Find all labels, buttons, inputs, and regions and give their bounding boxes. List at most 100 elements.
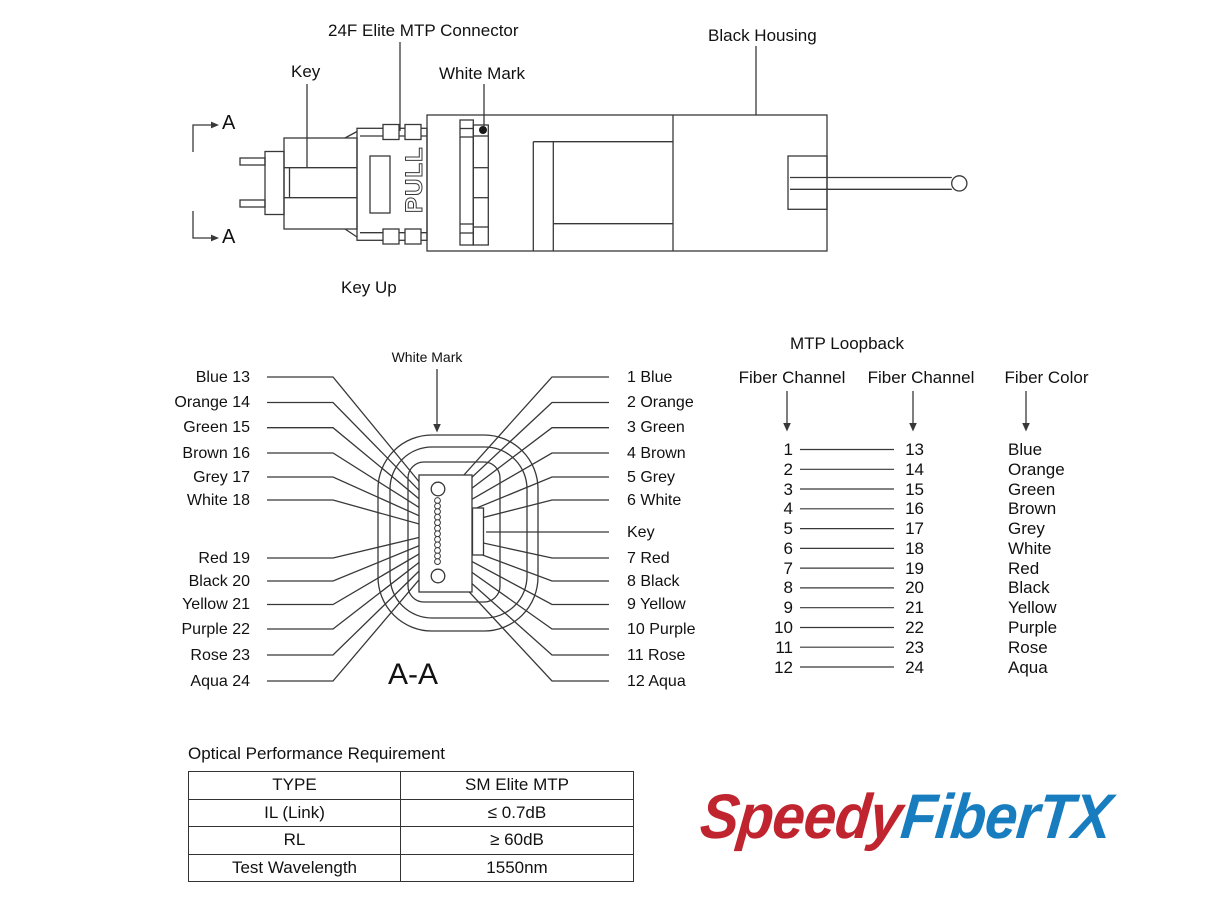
cross-section-face <box>377 434 539 632</box>
fiber-label-left: Rose 23 <box>190 646 250 664</box>
fiber-label-right: 3 Green <box>627 419 685 436</box>
white-mark-label: White Mark <box>439 64 525 83</box>
loopback-channel-a: 8 <box>783 578 793 598</box>
loopback-channel-b: 18 <box>905 538 924 558</box>
loopback-channel-a: 9 <box>783 598 793 618</box>
fiber-label-left: Aqua 24 <box>190 672 250 690</box>
fiber-label-left: Grey 17 <box>193 468 250 486</box>
performance-title: Optical Performance Requirement <box>188 744 446 763</box>
loopback-channel-a: 7 <box>783 558 793 578</box>
cross-key-label: Key <box>627 523 655 541</box>
key-up-label: Key Up <box>341 278 397 297</box>
loopback-link-lines <box>800 448 894 668</box>
loopback-channel-b: 17 <box>905 519 924 539</box>
fiber-label-left: Blue 13 <box>195 368 250 386</box>
connector-label: 24F Elite MTP Connector <box>328 21 519 40</box>
loopback-col2-header: Fiber Channel <box>867 368 975 387</box>
loopback-channel-b: 23 <box>905 637 924 657</box>
loopback-channel-b: 21 <box>905 598 924 618</box>
cross-section-leaders-left <box>267 376 436 682</box>
fiber-label-right: 7 Red <box>627 549 670 567</box>
loopback-color: Orange <box>1008 459 1065 479</box>
loopback-channel-b: 16 <box>905 499 924 519</box>
loopback-color: Green <box>1008 479 1056 499</box>
loopback-channel-b: 19 <box>905 558 924 578</box>
fiber-label-right: 8 Black <box>627 572 680 590</box>
fiber-label-left: Brown 16 <box>182 444 250 462</box>
fiber-label-left: Purple 22 <box>181 620 251 638</box>
section-a-letter-top: A <box>222 112 236 134</box>
mtp-connector-side-view <box>239 114 968 252</box>
cross-section-leaders-right <box>440 376 609 682</box>
fiber-label-left: Yellow 21 <box>182 596 250 613</box>
perf-value: ≤ 0.7dB <box>400 798 634 827</box>
perf-value: SM Elite MTP <box>400 771 634 800</box>
loopback-channel-a: 2 <box>783 459 793 479</box>
table-row: IL (Link) ≤ 0.7dB <box>188 798 634 827</box>
key-label: Key <box>291 62 321 81</box>
section-a-letter-bottom: A <box>222 226 236 248</box>
fiber-label-left: Black 20 <box>188 572 250 590</box>
fiber-label-right: 10 Purple <box>627 620 696 638</box>
performance-table: TYPE SM Elite MTP IL (Link) ≤ 0.7dB RL ≥… <box>188 771 634 882</box>
top-view-leader-lines <box>306 42 757 168</box>
black-housing-label: Black Housing <box>708 26 817 45</box>
loopback-color: Aqua <box>1008 657 1048 677</box>
perf-param: RL <box>188 826 401 855</box>
fiber-label-right: 1 Blue <box>627 368 673 386</box>
table-row: Test Wavelength 1550nm <box>188 853 634 882</box>
loopback-channel-b: 24 <box>905 657 924 677</box>
perf-param: Test Wavelength <box>188 853 401 882</box>
loopback-color: Grey <box>1008 519 1045 539</box>
loopback-channel-b: 15 <box>905 479 924 499</box>
fiber-label-right: 6 White <box>627 491 682 509</box>
loopback-color: Purple <box>1008 618 1058 637</box>
fiber-label-right: 9 Yellow <box>627 596 686 613</box>
loopback-color: White <box>1008 538 1052 558</box>
loopback-channel-a: 3 <box>783 479 793 499</box>
loopback-color: Yellow <box>1008 598 1057 618</box>
loopback-color: Rose <box>1008 637 1048 657</box>
fiber-label-right: 5 Grey <box>627 468 676 486</box>
white-mark-arrow <box>433 369 441 433</box>
fiber-label-left: Green 15 <box>183 419 250 436</box>
fiber-holes <box>434 497 441 565</box>
fiber-label-left: White 18 <box>186 491 250 509</box>
guide-pin-hole-bottom <box>430 568 446 584</box>
pull-tab-text: PULL <box>401 146 428 213</box>
loopback-column-arrows <box>783 391 1030 432</box>
loopback-channel-b: 20 <box>905 578 924 598</box>
section-title: A-A <box>387 658 438 691</box>
table-row: RL ≥ 60dB <box>188 826 634 855</box>
perf-value: 1550nm <box>400 853 634 882</box>
logo-part-speedy: Speedy <box>697 782 906 852</box>
perf-param: TYPE <box>188 771 401 800</box>
loopback-channel-a: 5 <box>783 519 793 539</box>
logo-part-fibertx: FiberTX <box>897 782 1115 852</box>
white-mark-dot <box>479 126 487 134</box>
section-a-marker-top <box>192 121 219 152</box>
fiber-label-right: 11 Rose <box>627 646 686 664</box>
loopback-color: Brown <box>1008 499 1057 519</box>
loopback-channel-a: 4 <box>783 499 793 519</box>
key-notch <box>471 507 485 556</box>
loopback-col1-header: Fiber Channel <box>738 368 846 387</box>
fiber-label-right: 4 Brown <box>627 444 686 462</box>
loopback-channel-a: 1 <box>783 440 793 459</box>
fiber-label-right: 2 Orange <box>627 394 694 411</box>
perf-value: ≥ 60dB <box>400 826 634 855</box>
table-row: TYPE SM Elite MTP <box>188 771 634 800</box>
perf-param: IL (Link) <box>188 798 401 827</box>
guide-pin-hole-top <box>430 481 446 497</box>
fiber-label-right: 12 Aqua <box>627 672 686 690</box>
section-a-marker-bottom <box>192 211 219 242</box>
loopback-channel-a: 10 <box>774 618 793 637</box>
loopback-channel-a: 11 <box>775 637 793 657</box>
loopback-title: MTP Loopback <box>789 334 905 353</box>
loopback-channel-b: 14 <box>905 459 924 479</box>
fiber-label-left: Red 19 <box>198 549 250 567</box>
loopback-channel-a: 6 <box>783 538 793 558</box>
loopback-col3-header: Fiber Color <box>1004 368 1089 387</box>
